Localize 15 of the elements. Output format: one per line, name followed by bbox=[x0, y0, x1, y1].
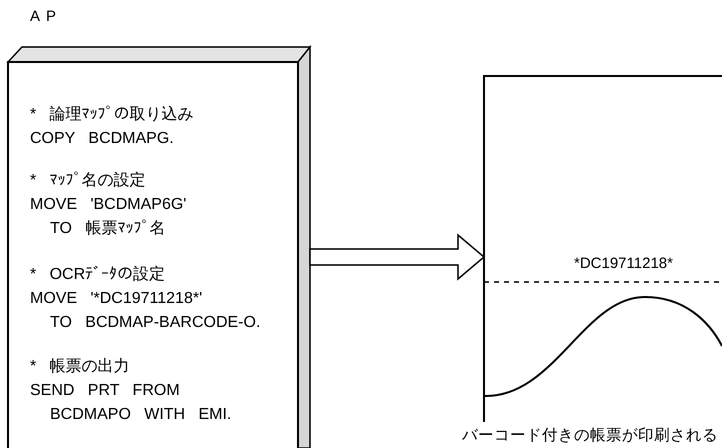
comment-line: * OCRﾃﾞｰﾀの設定 bbox=[30, 265, 166, 285]
comment-line: * 論理ﾏｯﾌﾟの取り込み bbox=[30, 105, 194, 125]
code-line: SEND PRT FROM bbox=[30, 381, 180, 401]
code-line: TO BCDMAP-BARCODE-O. bbox=[50, 313, 260, 333]
code-line: BCDMAPO WITH EMI. bbox=[50, 405, 232, 425]
code-line: TO 帳票ﾏｯﾌﾟ名 bbox=[50, 219, 166, 239]
heading-label: AP bbox=[30, 7, 62, 27]
node-label: バーコード付きの帳票が印刷される bbox=[462, 426, 718, 446]
code-line: MOVE '*DC19711218*' bbox=[30, 289, 202, 309]
block-arrow bbox=[309, 233, 486, 281]
code-line: COPY BCDMAPG. bbox=[30, 129, 174, 149]
comment-line: * 帳票の出力 bbox=[30, 357, 130, 377]
comment-line: * ﾏｯﾌﾟ名の設定 bbox=[30, 171, 146, 191]
barcode-digits: *DC19711218* bbox=[574, 254, 673, 274]
code-line: MOVE 'BCDMAP6G' bbox=[30, 195, 186, 215]
